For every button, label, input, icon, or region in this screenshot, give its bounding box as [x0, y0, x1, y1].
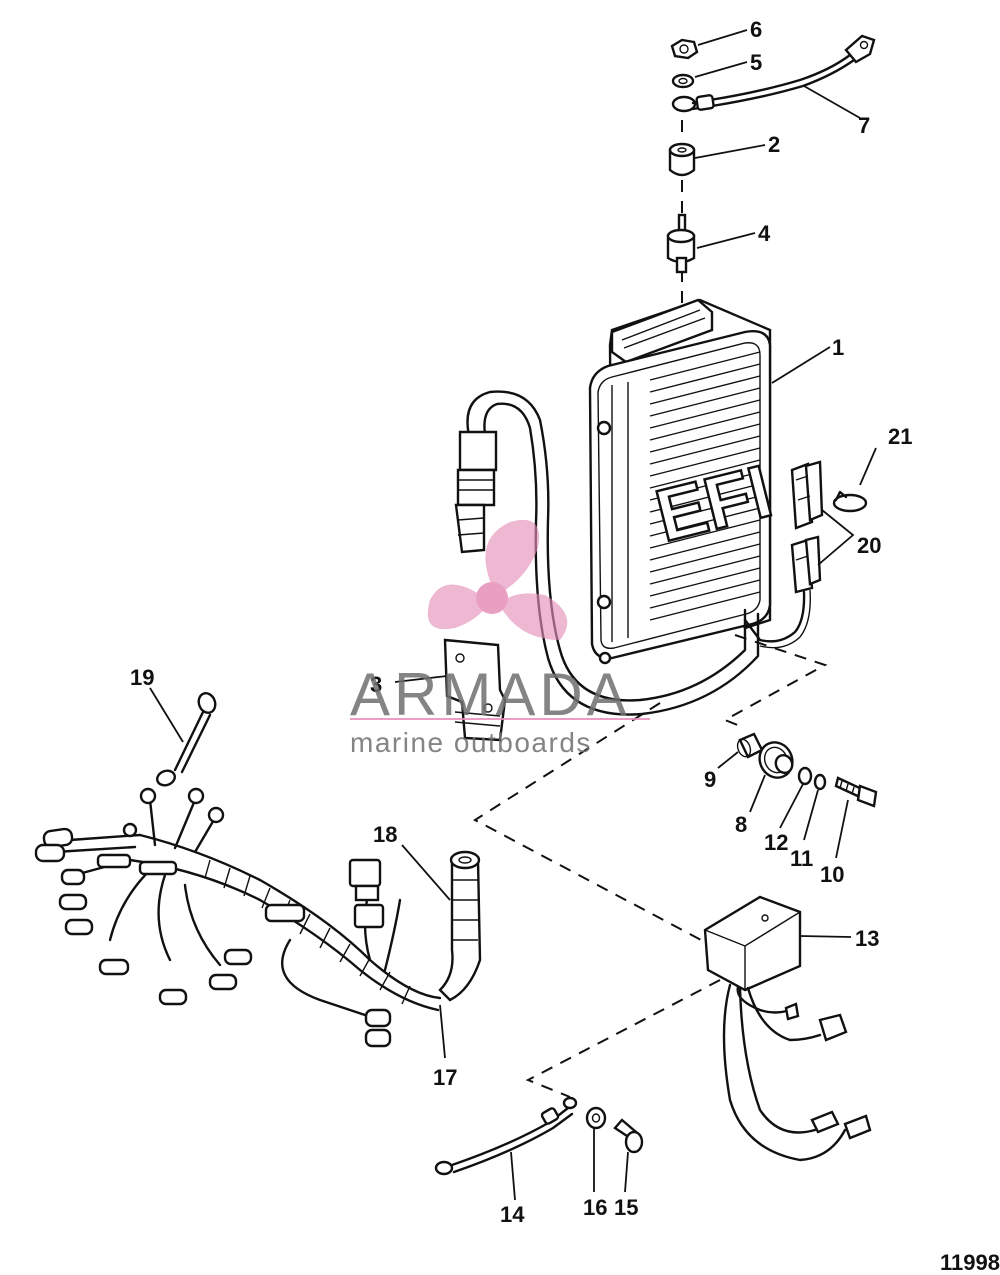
part-20-connectors — [743, 460, 824, 649]
callout-11: 11 — [790, 846, 813, 871]
part-17-harness — [34, 787, 482, 1048]
callout-17: 17 — [433, 1065, 457, 1090]
figure-number: 11998 — [940, 1250, 1000, 1275]
leader-lines — [149, 29, 877, 1201]
part-3-bracket — [443, 638, 507, 742]
part-21-clamp — [832, 490, 868, 513]
callout-1: 1 — [832, 335, 844, 360]
part-7-ground-lead — [671, 34, 876, 113]
part-10-screw — [834, 776, 878, 808]
callout-8: 8 — [735, 812, 747, 837]
callout-6: 6 — [750, 17, 762, 42]
callout-3: 3 — [370, 672, 382, 697]
dashed-connectors — [473, 120, 828, 1098]
part-1-ecm-module: EFI — [588, 298, 781, 665]
part-2-spacer — [668, 142, 696, 177]
part-5-washer — [671, 73, 695, 89]
callout-7: 7 — [858, 113, 870, 138]
callout-14: 14 — [500, 1202, 525, 1227]
watermark-tagline: marine outboards — [350, 727, 592, 758]
part-4-mount — [666, 213, 696, 274]
callout-20: 20 — [857, 533, 881, 558]
watermark-brand: ARMADA — [350, 661, 631, 728]
callout-5: 5 — [750, 50, 762, 75]
callout-4: 4 — [758, 221, 771, 246]
callout-labels: 6 5 7 2 4 1 21 20 3 19 9 8 12 11 10 13 1… — [130, 17, 1000, 1275]
part-8-grommet — [758, 741, 794, 779]
callout-21: 21 — [888, 424, 912, 449]
part-16-washer — [585, 1106, 607, 1130]
callout-18: 18 — [373, 822, 397, 847]
callout-9: 9 — [704, 767, 716, 792]
part-15-screw — [613, 1118, 644, 1154]
part-19-lead — [156, 692, 217, 787]
watermark-divider — [350, 718, 650, 720]
callout-13: 13 — [855, 926, 879, 951]
part-14-lead — [434, 1096, 578, 1176]
armada-watermark: ARMADA marine outboards — [350, 519, 650, 758]
ecm-harness-loop — [454, 390, 760, 716]
callout-10: 10 — [820, 862, 844, 887]
callout-19: 19 — [130, 665, 154, 690]
propeller-icon — [427, 519, 568, 640]
part-13-module — [703, 895, 872, 1162]
part-9-bushing — [736, 732, 764, 759]
part-6-nut — [670, 38, 699, 60]
callout-16: 16 — [583, 1195, 607, 1220]
callout-15: 15 — [614, 1195, 638, 1220]
part-12-washer — [797, 766, 813, 786]
callout-2: 2 — [768, 132, 780, 157]
part-11-washer — [813, 773, 827, 791]
callout-12: 12 — [764, 830, 788, 855]
